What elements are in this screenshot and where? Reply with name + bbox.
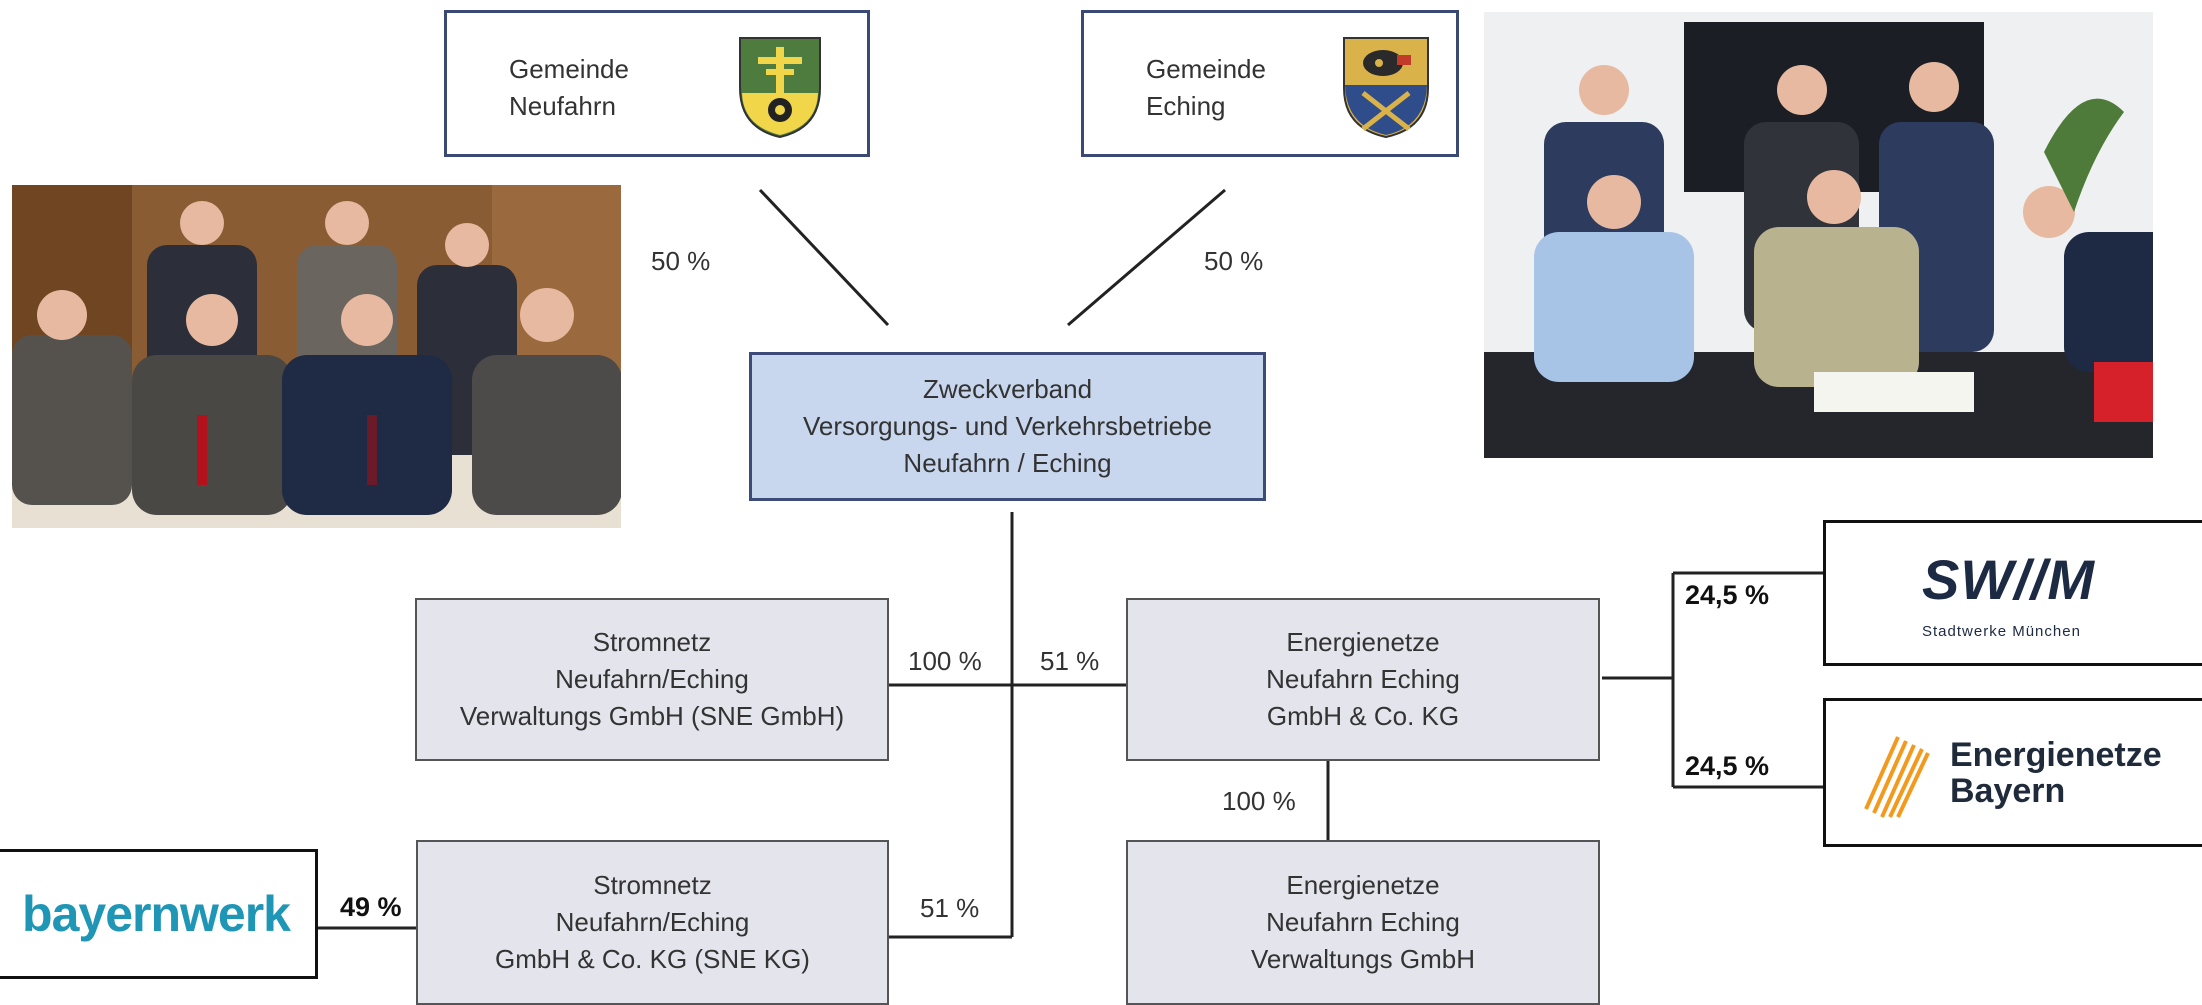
energienetze-bayern-logo-box: Energienetze Bayern [1823, 698, 2202, 847]
sne-kg-box: Stromnetz Neufahrn/Eching GmbH & Co. KG … [416, 840, 889, 1005]
sne-kg-name: Stromnetz Neufahrn/Eching GmbH & Co. KG … [495, 870, 810, 974]
zweckverband-box: Zweckverband Versorgungs- und Verkehrsbe… [749, 352, 1266, 501]
energienetze-kg-box: Energienetze Neufahrn Eching GmbH & Co. … [1126, 598, 1600, 761]
energienetze-bayern-line2: Bayern [1950, 772, 2066, 810]
municipality-eching-name: Gemeinde Eching [1146, 54, 1266, 121]
municipality-eching-box: Gemeinde Eching [1081, 10, 1459, 157]
municipality-neufahrn-box: Gemeinde Neufahrn [444, 10, 870, 157]
energienetze-bayern-line1: Energienetze [1950, 736, 2162, 774]
cross-cogwheel-crest-icon [739, 37, 821, 139]
crossed-tools-crest-icon [1343, 37, 1429, 139]
sne-gmbh-box: Stromnetz Neufahrn/Eching Verwaltungs Gm… [415, 598, 889, 761]
group-photo-signing-left [12, 185, 621, 528]
energienetze-kg-name: Energienetze Neufahrn Eching GmbH & Co. … [1266, 627, 1460, 731]
municipality-neufahrn-name: Gemeinde Neufahrn [509, 54, 629, 121]
ownership-sne-gmbh-label: 100 % [908, 646, 982, 676]
ownership-neufahrn-label: 50 % [651, 246, 711, 276]
ownership-swm-label: 24,5 % [1685, 580, 1770, 610]
ownership-energienetze-gmbh-label: 100 % [1222, 786, 1296, 816]
swm-logo-text: SW//M [1922, 548, 2095, 611]
energienetze-bayern-stripes-icon [1864, 736, 1930, 818]
energienetze-gmbh-name: Energienetze Neufahrn Eching Verwaltungs… [1251, 870, 1475, 974]
ownership-eching-label: 50 % [1204, 246, 1264, 276]
ownership-energienetze-kg-label: 51 % [1040, 646, 1100, 676]
ownership-bayernwerk-label: 49 % [340, 892, 402, 922]
ownership-sne-kg-label: 51 % [920, 893, 980, 923]
bayernwerk-logo-text: bayernwerk [22, 886, 291, 942]
bayernwerk-logo-box: bayernwerk [0, 849, 318, 979]
energienetze-gmbh-box: Energienetze Neufahrn Eching Verwaltungs… [1126, 840, 1600, 1005]
zweckverband-name: Zweckverband Versorgungs- und Verkehrsbe… [802, 374, 1213, 478]
swm-logo-subtitle: Stadtwerke München [1922, 623, 2081, 640]
sne-gmbh-name: Stromnetz Neufahrn/Eching Verwaltungs Gm… [459, 627, 845, 731]
swm-logo-box: SW//M Stadtwerke München [1823, 520, 2202, 666]
group-photo-signing-right [1484, 12, 2153, 458]
ownership-energienetze-bayern-label: 24,5 % [1685, 751, 1770, 781]
